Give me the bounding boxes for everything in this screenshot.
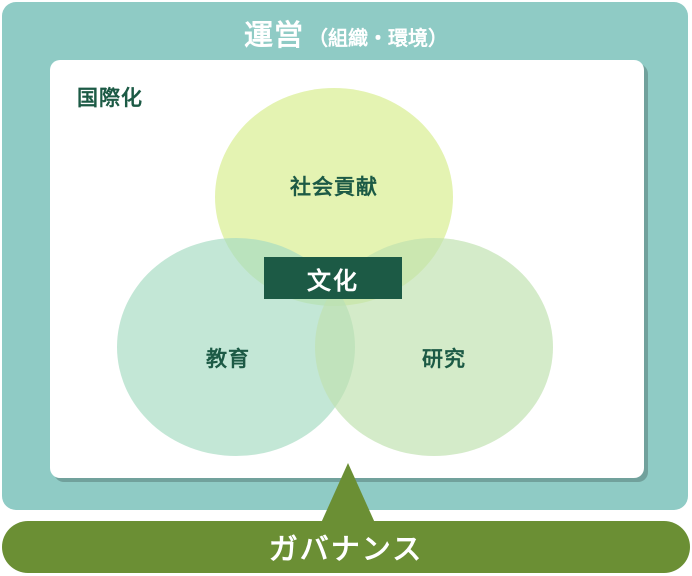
social-contribution-label: 社会貢献	[290, 175, 378, 199]
culture-box: 文化	[264, 257, 402, 299]
governance-label: ガバナンス	[268, 532, 424, 566]
education-label: 教育	[206, 347, 250, 371]
internationalization-label: 国際化	[77, 86, 143, 110]
culture-label: 文化	[307, 266, 359, 295]
management-title-main: 運営	[243, 18, 304, 52]
governance-bar: ガバナンス	[2, 521, 690, 573]
management-title: 運営（組織・環境）	[0, 12, 692, 54]
governance-arrow	[321, 463, 375, 523]
research-label: 研究	[422, 347, 466, 371]
management-title-sub: （組織・環境）	[308, 26, 448, 50]
